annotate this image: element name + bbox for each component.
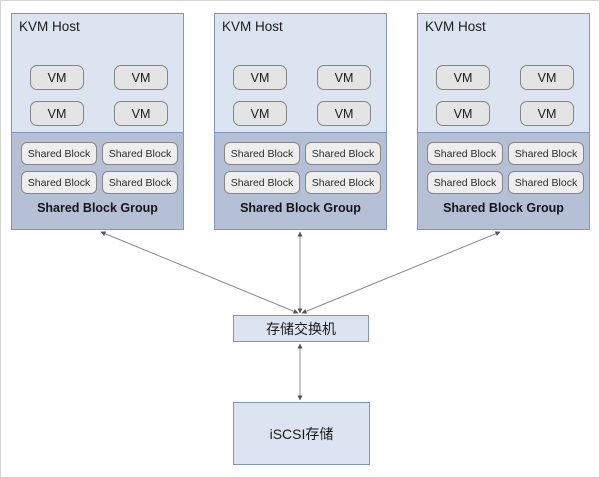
vm-box[interactable]: VM bbox=[30, 101, 84, 126]
vm-box[interactable]: VM bbox=[114, 65, 168, 90]
vm-box[interactable]: VM bbox=[317, 101, 371, 126]
shared-block-group: Shared Block Shared Block Shared Block S… bbox=[12, 132, 183, 229]
shared-block[interactable]: Shared Block bbox=[508, 142, 584, 165]
vm-area: VM VM VM VM bbox=[418, 14, 589, 132]
vm-box[interactable]: VM bbox=[233, 65, 287, 90]
vm-box[interactable]: VM bbox=[436, 101, 490, 126]
kvm-host-title: KVM Host bbox=[19, 19, 80, 34]
shared-block[interactable]: Shared Block bbox=[427, 142, 503, 165]
shared-block[interactable]: Shared Block bbox=[305, 142, 381, 165]
shared-block-group: Shared Block Shared Block Shared Block S… bbox=[418, 132, 589, 229]
connector-switch-to-host-1 bbox=[100, 231, 299, 314]
vm-box[interactable]: VM bbox=[30, 65, 84, 90]
iscsi-storage-node[interactable]: iSCSI存储 bbox=[233, 402, 370, 465]
vm-box[interactable]: VM bbox=[520, 65, 574, 90]
vm-box[interactable]: VM bbox=[317, 65, 371, 90]
shared-block[interactable]: Shared Block bbox=[102, 142, 178, 165]
shared-block-group: Shared Block Shared Block Shared Block S… bbox=[215, 132, 386, 229]
shared-block[interactable]: Shared Block bbox=[21, 142, 97, 165]
kvm-host-1[interactable]: KVM Host VM VM VM VM Shared Block Shared… bbox=[11, 13, 184, 230]
vm-area: VM VM VM VM bbox=[215, 14, 386, 132]
kvm-host-title: KVM Host bbox=[425, 19, 486, 34]
connector-switch-to-host-3 bbox=[301, 231, 501, 314]
storage-switch-label: 存储交换机 bbox=[266, 320, 336, 337]
shared-block-group-label: Shared Block Group bbox=[240, 201, 361, 215]
shared-block[interactable]: Shared Block bbox=[102, 171, 178, 194]
iscsi-storage-label: iSCSI存储 bbox=[269, 425, 334, 442]
shared-block-group-label: Shared Block Group bbox=[443, 201, 564, 215]
vm-box[interactable]: VM bbox=[520, 101, 574, 126]
shared-block[interactable]: Shared Block bbox=[305, 171, 381, 194]
vm-area: VM VM VM VM bbox=[12, 14, 183, 132]
shared-block-group-label: Shared Block Group bbox=[37, 201, 158, 215]
shared-block[interactable]: Shared Block bbox=[224, 171, 300, 194]
vm-box[interactable]: VM bbox=[233, 101, 287, 126]
shared-block[interactable]: Shared Block bbox=[224, 142, 300, 165]
kvm-host-2[interactable]: KVM Host VM VM VM VM Shared Block Shared… bbox=[214, 13, 387, 230]
vm-box[interactable]: VM bbox=[436, 65, 490, 90]
vm-box[interactable]: VM bbox=[114, 101, 168, 126]
kvm-host-3[interactable]: KVM Host VM VM VM VM Shared Block Shared… bbox=[417, 13, 590, 230]
kvm-host-title: KVM Host bbox=[222, 19, 283, 34]
shared-block[interactable]: Shared Block bbox=[427, 171, 503, 194]
storage-switch-node[interactable]: 存储交换机 bbox=[233, 315, 369, 342]
shared-block[interactable]: Shared Block bbox=[21, 171, 97, 194]
shared-block[interactable]: Shared Block bbox=[508, 171, 584, 194]
